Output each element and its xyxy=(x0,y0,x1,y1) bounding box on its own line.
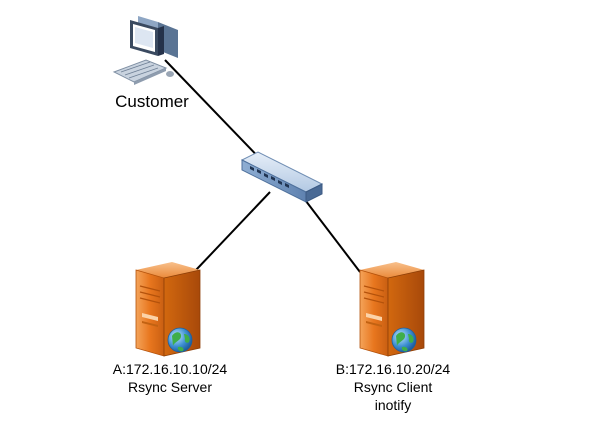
server-a-role: Rsync Server xyxy=(127,379,213,395)
server-b-label: B:172.16.10.20/24 Rsync Client inotify xyxy=(318,360,468,414)
network-switch-icon[interactable] xyxy=(240,151,324,203)
link-customer-switch xyxy=(164,59,269,168)
desktop-computer-icon[interactable] xyxy=(112,16,178,85)
server-b-role: Rsync Client xyxy=(353,379,433,395)
link-switch-server-a xyxy=(195,191,271,271)
server-a-address: A:172.16.10.10/24 xyxy=(112,361,228,377)
server-b-tool: inotify xyxy=(374,397,412,413)
server-b-address: B:172.16.10.20/24 xyxy=(335,361,451,377)
customer-label: Customer xyxy=(115,92,189,111)
server-tower-icon[interactable] xyxy=(135,262,201,357)
server-a-label: A:172.16.10.10/24 Rsync Server xyxy=(95,360,245,396)
server-tower-icon[interactable] xyxy=(359,262,425,357)
